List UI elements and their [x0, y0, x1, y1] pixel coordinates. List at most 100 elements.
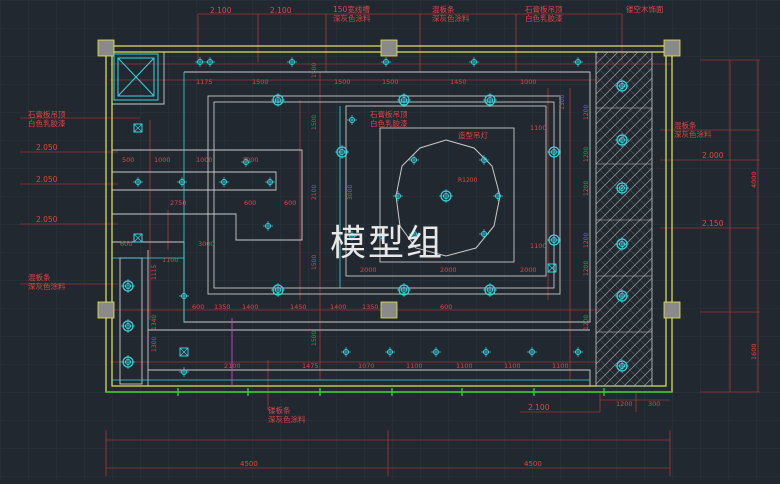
- dimension-top: 1450: [450, 78, 467, 86]
- dimension-right-col: 1200: [583, 181, 590, 196]
- dimension-bottom: 1350: [214, 303, 231, 311]
- material-note: 深灰色涂料: [268, 414, 306, 424]
- reference-lines: [20, 13, 760, 476]
- material-note: 混板条: [432, 4, 455, 14]
- material-note: 镂空木饰面: [626, 4, 664, 14]
- dimension-vertical: 1300: [559, 95, 566, 110]
- dimension-vertical: 1500: [311, 331, 318, 346]
- dimension-bottom-2: 1100: [504, 362, 521, 370]
- dimension-overall: 4500: [524, 460, 542, 468]
- material-note: 石膏板吊顶: [28, 109, 66, 119]
- dimension-vertical: 1500: [311, 63, 318, 78]
- material-note: 混板条: [28, 272, 51, 282]
- material-note: 白色乳胶漆: [370, 118, 408, 128]
- dimension-top: 1500: [252, 78, 269, 86]
- dimension-left-bar: 1000: [154, 156, 171, 164]
- dimension-bottom-2: 1100: [456, 362, 473, 370]
- dimension-bottom-2: 1070: [358, 362, 375, 370]
- wood-screen: [595, 51, 653, 387]
- cyan-lines: [112, 72, 590, 381]
- level-mark: 2.100: [528, 403, 550, 412]
- shaft: [113, 53, 159, 101]
- material-note: 白色乳胶漆: [525, 13, 563, 23]
- level-mark: 2.050: [36, 215, 58, 224]
- column-top-mid: [380, 39, 398, 57]
- dimension-bottom-2: 2100: [224, 362, 241, 370]
- level-mark: 2.000: [702, 151, 724, 160]
- dimension-left-bar: 1000: [196, 156, 213, 164]
- ceiling-outlines: [112, 52, 591, 386]
- dimension-inner: 2000: [520, 266, 537, 274]
- material-note: 深灰色涂料: [432, 13, 470, 23]
- dimension-bottom: 1450: [290, 303, 307, 311]
- material-note: 镂板条: [268, 405, 291, 415]
- dimension-top: 1000: [520, 78, 537, 86]
- chandelier-outline: [395, 139, 501, 257]
- dimension-inner: 1100: [530, 124, 547, 132]
- dimension-mid-left: 1100: [162, 256, 179, 264]
- dimension-inner: 2000: [440, 266, 457, 274]
- column-mid-center: [380, 301, 398, 319]
- dimension-top: 1500: [334, 78, 351, 86]
- column-mid-right: [663, 301, 681, 319]
- level-mark: 2.050: [36, 175, 58, 184]
- material-note: 深灰色涂料: [674, 129, 712, 139]
- material-note: 石膏板吊顶: [525, 4, 563, 14]
- dimension-vertical: 1500: [311, 255, 318, 270]
- dimension-mid-left: 600: [120, 240, 132, 248]
- dimension-vertical: 2100: [311, 185, 318, 200]
- wood-screen-frame: [596, 107, 652, 333]
- dimension-right-side: 1600: [750, 343, 758, 360]
- dimension-left-bar: 1000: [242, 156, 259, 164]
- material-note: 150宽线槽: [333, 4, 370, 14]
- dimension-vertical: 1115: [151, 265, 158, 280]
- level-mark: 2.050: [36, 143, 58, 152]
- radius-mark: R1200: [458, 177, 478, 184]
- dimension-misc: 300: [648, 400, 660, 408]
- dimension-right-col: 1200: [583, 147, 590, 162]
- dimension-overall: 4500: [240, 460, 258, 468]
- column-top-right: [663, 39, 681, 57]
- dimension-bottom: 600: [440, 303, 452, 311]
- level-mark: 2.150: [702, 219, 724, 228]
- material-note: 石膏板吊顶: [370, 109, 408, 119]
- dimension-right-col: 1200: [583, 233, 590, 248]
- dimension-left-bar: 600: [244, 199, 256, 207]
- dimension-vertical: 1300: [151, 337, 158, 352]
- dimension-right-col: 1200: [583, 105, 590, 120]
- material-note: 深灰色涂料: [333, 13, 371, 23]
- dimension-right-col: 1200: [583, 315, 590, 330]
- dimension-top: 1175: [196, 78, 213, 86]
- dimension-vertical: 1500: [311, 115, 318, 130]
- dimension-bottom: 1400: [242, 303, 259, 311]
- dimension-left-bar: 600: [284, 199, 296, 207]
- level-mark: 2.100: [270, 6, 292, 15]
- dimension-left-bar: 500: [122, 156, 134, 164]
- dimension-left-bar: 2750: [170, 199, 187, 207]
- material-note: 造型吊灯: [458, 130, 488, 140]
- dimension-vertical: 1340: [151, 315, 158, 330]
- column-top-left: [97, 39, 115, 57]
- dimension-vertical: 3000: [347, 185, 354, 200]
- dimension-bottom: 1350: [362, 303, 379, 311]
- dimension-mid-left: 3000: [198, 240, 215, 248]
- dimension-right-col: 1200: [583, 261, 590, 276]
- floor-line: [106, 388, 672, 396]
- dimension-bottom-2: 1100: [406, 362, 423, 370]
- material-note: 混板条: [674, 120, 697, 130]
- material-note: 深灰色涂料: [28, 281, 66, 291]
- dimension-bottom-2: 1100: [552, 362, 569, 370]
- watermark-text: 模型组: [330, 223, 445, 264]
- columns: [97, 39, 681, 319]
- dimension-bottom-2: 1475: [302, 362, 319, 370]
- dimension-top: 1500: [382, 78, 399, 86]
- material-note: 白色乳胶漆: [28, 118, 66, 128]
- dimension-bottom: 600: [192, 303, 204, 311]
- dimension-inner: 1100: [530, 242, 547, 250]
- dimension-misc: 1200: [616, 400, 633, 408]
- column-mid-left: [97, 301, 115, 319]
- dimension-inner: 2000: [360, 266, 377, 274]
